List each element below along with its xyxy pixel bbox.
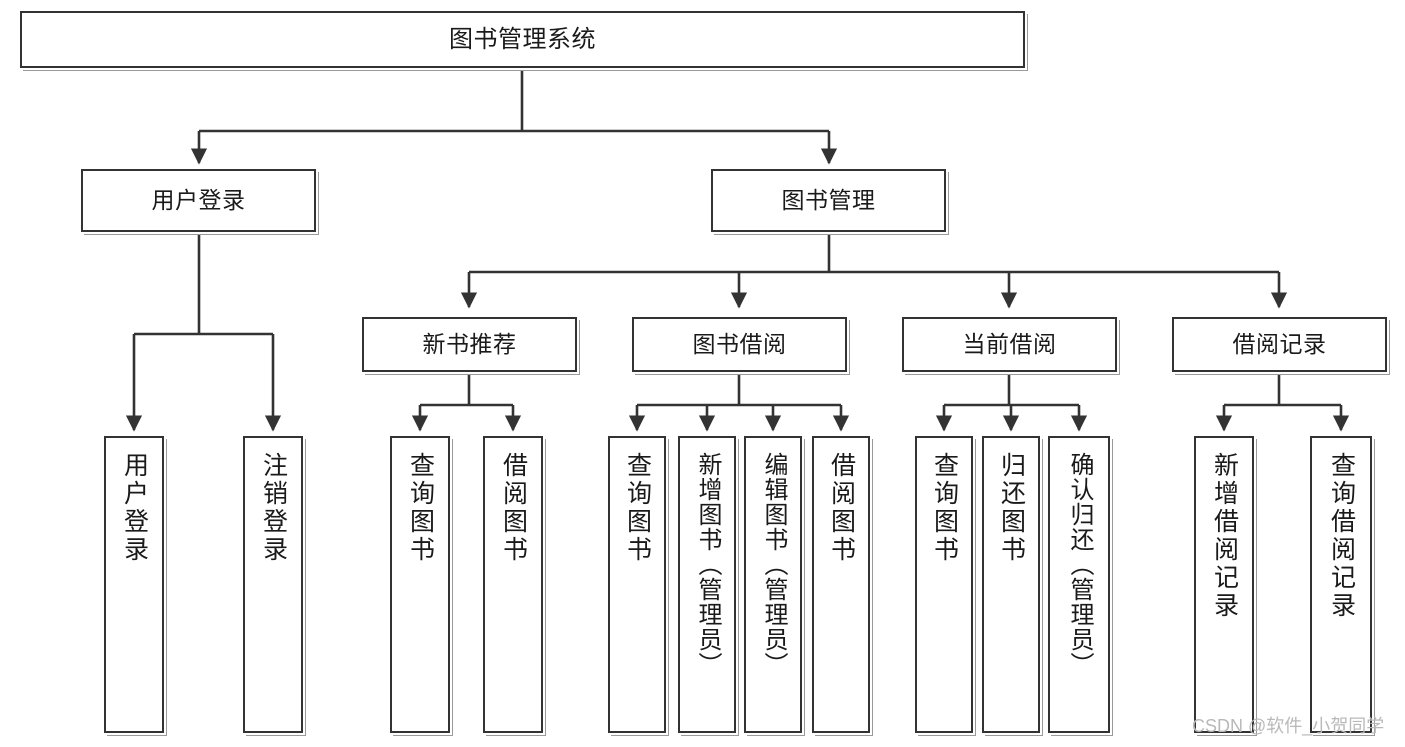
node-borrow-record[interactable]: 借阅记录 (1172, 317, 1387, 372)
node-label: 归还图书 (997, 452, 1026, 564)
node-label: 查询图书 (930, 452, 959, 564)
node-book-borrow[interactable]: 图书借阅 (632, 317, 847, 372)
leaf-add-borrow-record[interactable]: 新增借阅记录 (1194, 436, 1254, 733)
leaf-return-book[interactable]: 归还图书 (982, 436, 1040, 733)
node-label: 编辑图书（管理员） (760, 452, 787, 677)
node-book-management[interactable]: 图书管理 (711, 169, 946, 232)
node-label: 图书管理系统 (449, 25, 596, 53)
node-label: 当前借阅 (962, 331, 1057, 358)
leaf-user-login[interactable]: 用户登录 (104, 436, 164, 733)
node-label: 注销登录 (259, 452, 288, 564)
node-label: 确认归还（管理员） (1066, 452, 1093, 677)
node-label: 图书管理 (781, 187, 876, 214)
node-current-borrow[interactable]: 当前借阅 (902, 317, 1117, 372)
node-label: 查询图书 (623, 452, 652, 564)
leaf-add-book-admin[interactable]: 新增图书（管理员） (678, 436, 736, 733)
node-label: 借阅图书 (827, 452, 856, 564)
leaf-edit-book-admin[interactable]: 编辑图书（管理员） (744, 436, 802, 733)
node-new-book-recommend[interactable]: 新书推荐 (362, 317, 577, 372)
leaf-confirm-return-admin[interactable]: 确认归还（管理员） (1048, 436, 1110, 733)
node-label: 用户登录 (151, 187, 246, 214)
leaf-query-book-current[interactable]: 查询图书 (915, 436, 973, 733)
leaf-query-borrow-record[interactable]: 查询借阅记录 (1310, 436, 1372, 733)
leaf-query-book-borrow[interactable]: 查询图书 (608, 436, 666, 733)
csdn-watermark: CSDN @软件_小贺同学 (1192, 716, 1385, 736)
node-label: 新增图书（管理员） (694, 452, 721, 677)
node-label: 查询借阅记录 (1327, 452, 1356, 620)
node-root-system[interactable]: 图书管理系统 (20, 11, 1025, 68)
node-label: 新书推荐 (422, 331, 517, 358)
leaf-borrow-book-recommend[interactable]: 借阅图书 (483, 436, 543, 733)
node-user-login[interactable]: 用户登录 (81, 169, 316, 232)
node-label: 借阅图书 (499, 452, 528, 564)
leaf-query-book-recommend[interactable]: 查询图书 (390, 436, 450, 733)
leaf-logout[interactable]: 注销登录 (243, 436, 303, 733)
node-label: 图书借阅 (692, 331, 787, 358)
node-label: 新增借阅记录 (1210, 452, 1239, 620)
node-label: 用户登录 (120, 452, 149, 564)
leaf-borrow-book[interactable]: 借阅图书 (812, 436, 870, 733)
node-label: 查询图书 (406, 452, 435, 564)
node-label: 借阅记录 (1232, 331, 1327, 358)
